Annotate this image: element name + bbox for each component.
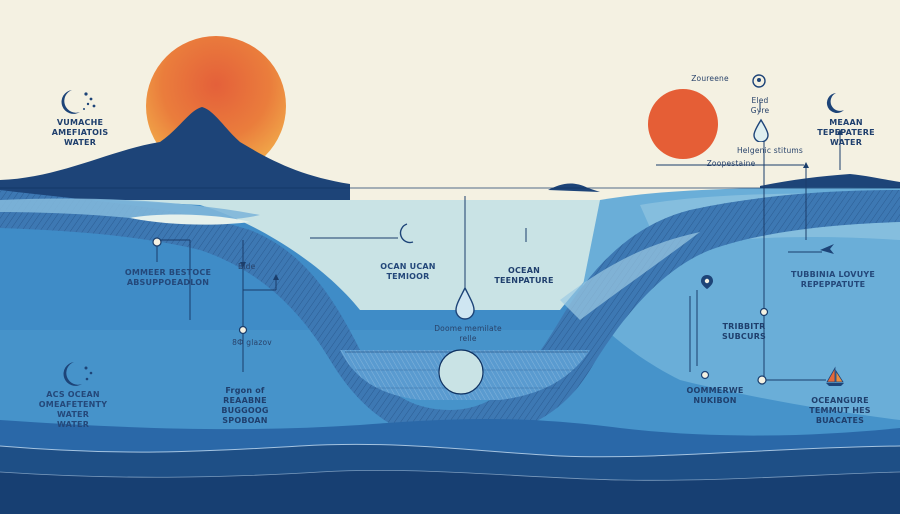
crescent-moon-icon — [63, 362, 93, 386]
crescent-moon-icon — [61, 90, 96, 114]
label-tubbinia: TUBBINIA LOVUYE REPEPPATUTE — [790, 270, 876, 289]
location-pin-icon — [701, 275, 713, 289]
label-top-left-water: VUMACHE AMEFIATOIS WATER — [51, 118, 109, 147]
crescent-moon-icon — [826, 93, 844, 113]
water-drop-icon — [753, 118, 769, 142]
label-ocean-temp-left: OCAN UCAN TEMIOOR — [380, 262, 436, 281]
water-drop-icon — [455, 286, 475, 320]
label-tribbitr: TRIBBITR SUBCURS — [721, 322, 767, 341]
location-pin-icon — [752, 74, 766, 88]
label-oceangure: OCEANGURE TEMMUT HES BUACATES — [809, 396, 871, 425]
abyssal-water — [0, 470, 900, 514]
label-helgenic: Helgenic stitums — [736, 146, 804, 155]
sun-right — [648, 89, 718, 159]
water-drop-icon — [399, 223, 414, 244]
label-ocean-temperature: OCEAN TEENPATURE — [494, 266, 554, 285]
label-bottom-left-water: ACS OCEAN OMEAFETENTY WATER WATER — [38, 390, 108, 429]
label-zoopestaine: Zoopestaine — [706, 159, 756, 168]
label-oommerwe: OOMMERWE NUKIBON — [686, 386, 744, 405]
airplane-icon — [820, 244, 834, 254]
label-bottom-center-left: Frgon of REAABNE BUGGOOG SPOBOAN — [221, 386, 269, 425]
trench-marker-circle — [438, 349, 484, 395]
label-meaan: MEAAN TEPEPATERE WATER — [817, 118, 875, 147]
label-left-lower-small: 8Ф glazov — [232, 338, 272, 347]
label-zoureene: Zoureene — [691, 74, 729, 83]
sailboat-icon — [826, 366, 844, 386]
label-center-drop: Doome memilate relle — [434, 324, 502, 343]
label-left-mid-small: Bide — [238, 262, 256, 271]
location-pin-icon — [700, 370, 710, 380]
label-eled-gyre: Eled Gyre — [750, 96, 770, 115]
label-shimmer: OMMEER BESTOCE ABSUPPOEADLON — [124, 268, 212, 287]
surface-layer — [110, 200, 690, 310]
volcanic-mountain — [0, 107, 350, 200]
